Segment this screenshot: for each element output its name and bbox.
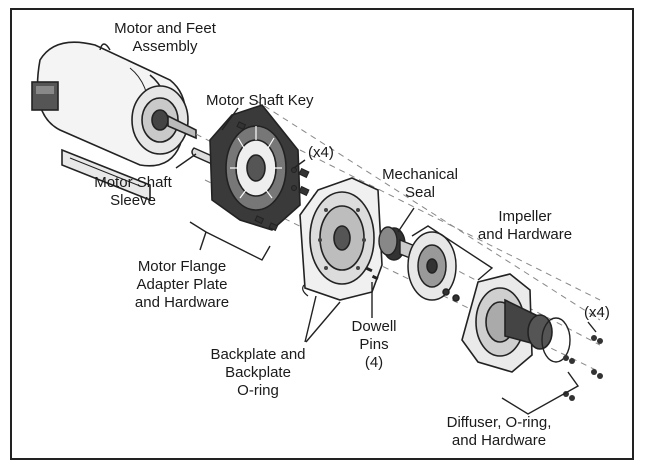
label-mechanical-seal: Mechanical Seal <box>382 166 458 201</box>
motor-assembly <box>31 41 197 202</box>
backplate <box>299 177 383 301</box>
flange-bolts <box>236 121 310 232</box>
diffuser <box>461 273 571 373</box>
leader-lines <box>175 107 597 415</box>
label-motor-and-feet-assembly: Motor and Feet Assembly <box>114 20 216 55</box>
impeller <box>407 231 460 302</box>
label-qty-diffuser-bolts: (x4) <box>584 304 610 321</box>
dowell-pins <box>365 266 379 281</box>
label-dowell-pins: Dowell Pins (4) <box>351 318 397 371</box>
diffuser-bolts <box>563 335 603 401</box>
label-diffuser-oring-hardware: Diffuser, O-ring, and Hardware <box>446 414 552 449</box>
label-motor-flange-adapter-plate: Motor Flange Adapter Plate and Hardware <box>134 258 230 311</box>
label-impeller-and-hardware: Impeller and Hardware <box>477 208 573 243</box>
label-qty-flange-bolts: (x4) <box>308 144 334 161</box>
label-motor-shaft-sleeve: Motor Shaft Sleeve <box>94 174 172 209</box>
label-backplate-and-oring: Backplate and Backplate O-ring <box>210 346 306 399</box>
motor-flange-adapter-plate <box>209 104 301 231</box>
label-motor-shaft-key: Motor Shaft Key <box>206 92 314 109</box>
